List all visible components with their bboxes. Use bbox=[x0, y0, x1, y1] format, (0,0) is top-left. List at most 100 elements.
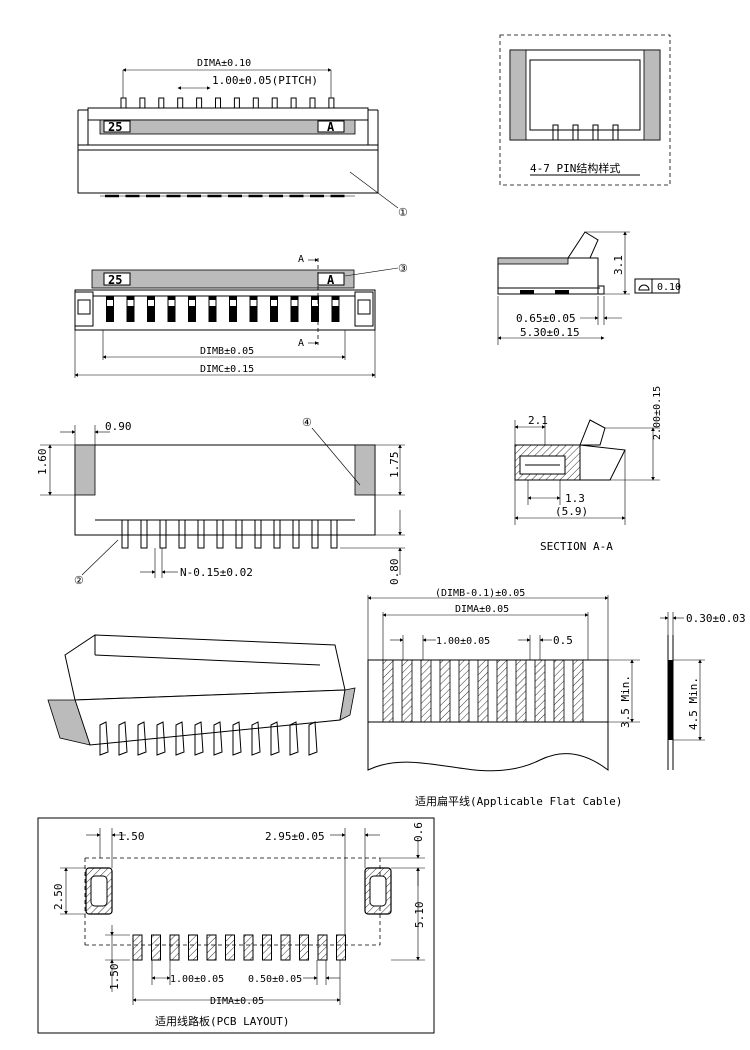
side-view: 3.1 0.10 0.65±0.05 5.30±0.15 bbox=[497, 231, 681, 345]
pcb-pad-offset: 2.95±0.05 bbox=[265, 830, 325, 843]
cable-thickness: 0.30±0.03 bbox=[686, 612, 746, 625]
cable-conductor bbox=[420, 659, 432, 723]
bottom-balloon-right: ④ bbox=[302, 416, 312, 429]
top-contact bbox=[147, 296, 155, 322]
front-position-mark bbox=[317, 120, 345, 133]
bottom-pin-width: N-0.15±0.02 bbox=[180, 566, 253, 579]
top-contact bbox=[167, 296, 176, 322]
section-view: 2.1 2.00±0.15 1.3 (5.9) SECTION A-A bbox=[514, 386, 663, 553]
pcb-signal-pad bbox=[206, 934, 217, 961]
top-contact bbox=[229, 296, 237, 322]
pcb-pitch: 1.00±0.05 bbox=[170, 974, 224, 985]
pcb-signal-pad bbox=[132, 934, 143, 961]
cable-conductor-span: DIMA±0.05 bbox=[455, 604, 509, 615]
iso-pin bbox=[213, 721, 223, 756]
bottom-pin bbox=[178, 519, 186, 549]
top-contact-window bbox=[209, 300, 216, 306]
side-offset: 0.65±0.05 bbox=[516, 312, 576, 325]
cable-caption: 适用扁平线(Applicable Flat Cable) bbox=[415, 794, 622, 808]
iso-pin bbox=[251, 721, 261, 756]
pcb-total-height: 5.10 bbox=[413, 902, 426, 929]
section-mark-bottom: A bbox=[298, 338, 304, 349]
front-position-text: A bbox=[327, 120, 335, 134]
front-pin bbox=[309, 97, 316, 109]
top-pin-count-text: 25 bbox=[108, 273, 122, 287]
pcb-pad-width: 0.50±0.05 bbox=[248, 974, 302, 985]
section-mark-top: A bbox=[298, 254, 304, 265]
section-inner-width: 1.3 bbox=[565, 492, 585, 505]
pcb-signal-pad bbox=[188, 934, 198, 961]
variant-pin bbox=[612, 124, 619, 141]
pcb-top-margin: 0.6 bbox=[412, 822, 425, 842]
top-dim-b: DIMB±0.05 bbox=[200, 346, 254, 357]
side-depth: 5.30±0.15 bbox=[520, 326, 580, 339]
iso-pin bbox=[232, 721, 242, 756]
variant-view: 4-7 PIN结构样式 bbox=[499, 34, 671, 186]
bottom-left-width: 0.90 bbox=[105, 420, 132, 433]
pcb-caption: 适用线路板(PCB LAYOUT) bbox=[155, 1014, 289, 1028]
pcb-edge-offset: 1.50 bbox=[118, 830, 145, 843]
pcb-span: DIMA±0.05 bbox=[210, 996, 264, 1007]
cable-pitch: 1.00±0.05 bbox=[436, 636, 490, 647]
pcb-signal-pad bbox=[299, 934, 309, 961]
top-contact bbox=[126, 296, 135, 322]
cable-conductor bbox=[515, 659, 527, 723]
bottom-pin-row bbox=[121, 519, 338, 549]
top-contact bbox=[290, 296, 299, 322]
section-top-width: 2.1 bbox=[528, 414, 548, 427]
top-contact bbox=[208, 296, 217, 322]
cable-conductor bbox=[477, 659, 489, 723]
pcb-signal-pad bbox=[151, 934, 161, 961]
cable-view: (DIMB-0.1)±0.05 DIMA±0.05 1.00±0.05 0.5 … bbox=[367, 588, 746, 808]
top-balloon: ③ bbox=[398, 262, 408, 275]
pcb-signal-pad bbox=[336, 934, 346, 961]
front-pin bbox=[120, 97, 127, 109]
top-contact bbox=[331, 296, 340, 322]
bottom-pin bbox=[292, 519, 300, 549]
iso-pin bbox=[270, 721, 280, 756]
bottom-pin bbox=[273, 519, 281, 549]
cable-conductor bbox=[458, 659, 470, 723]
bottom-pin bbox=[140, 519, 148, 549]
top-contact bbox=[249, 296, 258, 322]
iso-pin bbox=[99, 721, 109, 756]
bottom-pin bbox=[216, 519, 224, 549]
top-contact-window bbox=[250, 300, 257, 306]
top-contact-window bbox=[271, 300, 277, 306]
front-pin bbox=[158, 97, 165, 109]
front-pin-row bbox=[120, 97, 335, 109]
top-contact-window bbox=[230, 300, 236, 306]
front-pin bbox=[196, 97, 203, 109]
iso-pin bbox=[194, 721, 204, 756]
front-pin bbox=[215, 97, 221, 109]
top-contact-window bbox=[107, 300, 113, 306]
top-contact-window bbox=[332, 300, 339, 306]
top-view: 25 A ③ A A DIMB±0.05 DIMC±0.15 bbox=[74, 254, 408, 378]
iso-pin bbox=[308, 721, 318, 756]
cable-conductor bbox=[572, 659, 584, 723]
pcb-signal-pad bbox=[243, 934, 254, 961]
cable-conductor bbox=[401, 659, 413, 723]
front-view: DIMA±0.10 1.00±0.05(PITCH) 25 A ① bbox=[77, 58, 408, 219]
front-dim-a: DIMA±0.10 bbox=[197, 58, 251, 69]
section-total-width: (5.9) bbox=[555, 505, 588, 518]
front-balloon: ① bbox=[398, 206, 408, 219]
front-pitch: 1.00±0.05(PITCH) bbox=[212, 74, 318, 87]
pcb-layout-view: 1.50 2.95±0.05 0.6 2.50 5.10 1.50 1.00±0… bbox=[37, 817, 435, 1034]
pcb-pad-length: 1.50 bbox=[108, 964, 121, 991]
pcb-signal-pad bbox=[262, 934, 272, 961]
cable-conductor-row bbox=[382, 659, 584, 723]
bottom-pin bbox=[254, 519, 262, 549]
isometric-view bbox=[47, 634, 356, 756]
top-contact-row bbox=[106, 296, 340, 322]
top-contact-window bbox=[148, 300, 154, 306]
bottom-pin bbox=[121, 519, 129, 549]
pcb-signal-pad bbox=[280, 934, 291, 961]
cable-conductor bbox=[534, 659, 546, 723]
bottom-pin bbox=[311, 519, 319, 549]
variant-pin bbox=[552, 124, 559, 141]
front-pin bbox=[139, 97, 146, 109]
cable-conductor bbox=[382, 659, 394, 723]
iso-pin bbox=[137, 721, 147, 756]
